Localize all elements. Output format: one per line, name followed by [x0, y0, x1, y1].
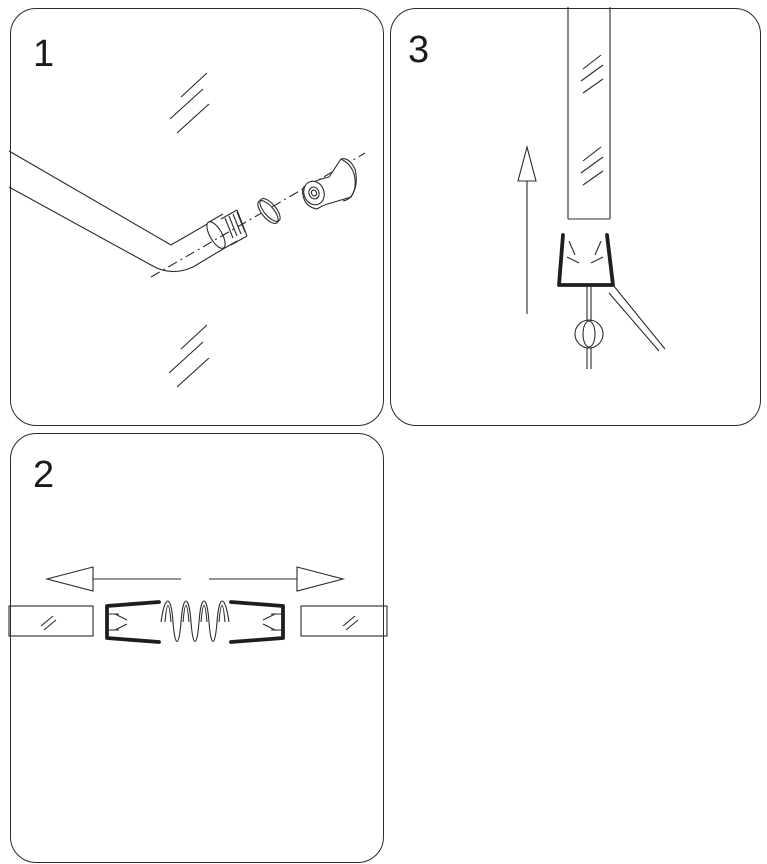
- step-3-panel: 3: [390, 7, 761, 426]
- glass-hatch-top: [169, 72, 210, 134]
- axis-line: [150, 152, 366, 278]
- towel-bar: [8, 150, 248, 273]
- pull-right-arrow: [209, 566, 346, 592]
- connector-nut: [301, 158, 357, 210]
- glass-right: [300, 605, 388, 637]
- seal-right: [229, 600, 285, 644]
- step-2-panel: 2: [8, 433, 388, 863]
- step-3-number: 3: [408, 29, 430, 71]
- step-1-number: 1: [33, 33, 55, 75]
- step-2-number: 2: [33, 454, 55, 496]
- step-3-illustration: [517, 7, 666, 369]
- seal-left: [105, 600, 161, 644]
- step-2-illustration: [8, 566, 388, 644]
- step-1-panel: 1: [8, 8, 384, 426]
- glass-panel: [567, 7, 611, 220]
- glass-left: [8, 605, 94, 637]
- washer: [257, 198, 281, 224]
- seal-profile: [557, 233, 666, 369]
- step-1-illustration: [8, 72, 366, 388]
- pull-left-arrow: [44, 566, 181, 592]
- spring: [160, 600, 230, 643]
- push-up-arrow: [517, 144, 537, 314]
- glass-hatch-bottom: [168, 324, 210, 388]
